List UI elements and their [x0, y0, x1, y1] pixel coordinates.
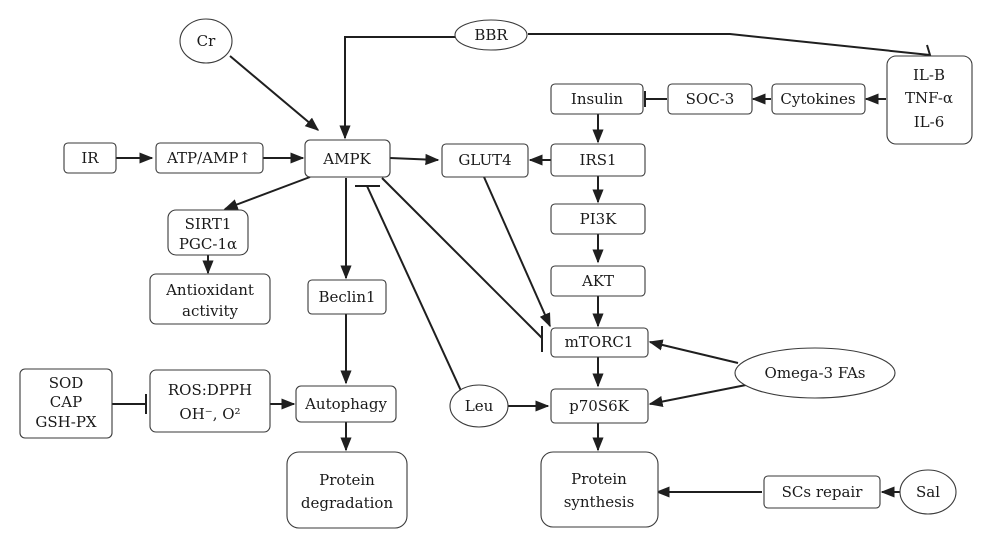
- node-antioxidant-line2: activity: [182, 302, 238, 320]
- node-mtorc1-label: mTORC1: [565, 333, 634, 351]
- node-sirt1: SIRT1: [185, 215, 232, 233]
- node-scs-repair: SCs repair: [763, 475, 881, 509]
- node-cytokines-label: Cytokines: [780, 90, 855, 108]
- nodes: Cr BBR IL-B TNF-α IL-6 Insulin SOC-3 Cyt…: [19, 18, 973, 529]
- node-soc3: SOC-3: [667, 83, 753, 115]
- node-p70s6k-label: p70S6K: [569, 397, 630, 415]
- node-akt-label: AKT: [581, 272, 614, 290]
- node-autophagy: Autophagy: [295, 385, 397, 423]
- node-leu-label: Leu: [465, 397, 494, 415]
- edge-glut4-mtorc1: [483, 176, 551, 328]
- edges: [112, 33, 934, 498]
- node-atp-amp: ATP/AMP↑: [155, 142, 264, 174]
- node-cr-label: Cr: [197, 32, 216, 50]
- node-ampk-label: AMPK: [322, 150, 371, 168]
- node-il-b: IL-B: [913, 66, 945, 84]
- node-sod: SOD: [49, 374, 84, 392]
- node-beclin1-label: Beclin1: [318, 288, 375, 306]
- node-antioxidant-activity: Antioxidant activity: [149, 273, 271, 325]
- node-beclin1: Beclin1: [307, 279, 387, 315]
- node-omega3-fas: Omega-3 FAs: [734, 347, 896, 399]
- node-insulin-label: Insulin: [571, 90, 624, 108]
- node-insulin: Insulin: [550, 83, 644, 115]
- node-pi3k: PI3K: [550, 203, 646, 235]
- node-ros-line2: OH⁻, O²: [179, 405, 240, 423]
- node-gsh-px: GSH-PX: [35, 413, 97, 431]
- node-soc3-label: SOC-3: [686, 90, 735, 108]
- edge-omega3-p70s6k: [648, 384, 747, 408]
- node-il-6: IL-6: [914, 113, 945, 131]
- node-bbr: BBR: [454, 19, 528, 51]
- edge-ampk-mtorc1: [381, 177, 543, 339]
- node-sod-cap-gsh: SOD CAP GSH-PX: [19, 368, 113, 439]
- node-protein-synthesis-line1: Protein: [571, 470, 627, 488]
- node-mtorc1: mTORC1: [550, 327, 649, 358]
- node-protein-degradation: Protein degradation: [286, 451, 408, 529]
- node-irs1-label: IRS1: [579, 151, 616, 169]
- node-autophagy-label: Autophagy: [304, 395, 387, 413]
- node-protein-synthesis-line2: synthesis: [564, 493, 635, 511]
- node-protein-synthesis: Protein synthesis: [540, 451, 659, 528]
- edge-omega3-mtorc1: [648, 339, 739, 364]
- node-ir: IR: [63, 142, 117, 174]
- node-ros: ROS:DPPH OH⁻, O²: [149, 369, 271, 433]
- node-sal-label: Sal: [916, 483, 940, 501]
- edge-cr-ampk: [229, 55, 320, 131]
- node-protein-degradation-line1: Protein: [319, 471, 375, 489]
- node-scs-repair-label: SCs repair: [782, 483, 864, 501]
- node-pi3k-label: PI3K: [580, 210, 618, 228]
- node-cytokines: Cytokines: [771, 83, 866, 115]
- node-sirt1-pgc1a: SIRT1 PGC-1α: [167, 209, 249, 256]
- node-ir-label: IR: [81, 149, 99, 167]
- node-cr: Cr: [179, 18, 233, 64]
- node-pgc1a: PGC-1α: [179, 235, 237, 253]
- node-akt: AKT: [550, 265, 646, 297]
- node-il-group: IL-B TNF-α IL-6: [886, 55, 973, 145]
- node-atp-amp-label: ATP/AMP↑: [166, 149, 251, 167]
- node-omega3-label: Omega-3 FAs: [765, 364, 866, 382]
- edge-ampk-sirt1: [223, 176, 311, 210]
- node-sal: Sal: [899, 469, 957, 515]
- node-glut4-label: GLUT4: [458, 151, 511, 169]
- node-protein-degradation-line2: degradation: [301, 494, 394, 512]
- node-p70s6k: p70S6K: [550, 388, 649, 424]
- node-antioxidant-line1: Antioxidant: [165, 281, 254, 299]
- node-glut4: GLUT4: [441, 143, 529, 178]
- edge-bbr-il: [528, 33, 931, 56]
- edge-ampk-glut4: [389, 153, 440, 166]
- node-cap: CAP: [50, 393, 82, 411]
- node-ros-line1: ROS:DPPH: [168, 381, 252, 399]
- edge-leu-ampk: [366, 185, 463, 394]
- edge-bbr-ampk: [339, 36, 455, 140]
- node-ampk: AMPK: [304, 139, 391, 178]
- node-irs1: IRS1: [550, 143, 646, 177]
- node-tnf-a: TNF-α: [905, 89, 953, 107]
- node-leu: Leu: [449, 384, 509, 428]
- node-bbr-label: BBR: [474, 26, 508, 44]
